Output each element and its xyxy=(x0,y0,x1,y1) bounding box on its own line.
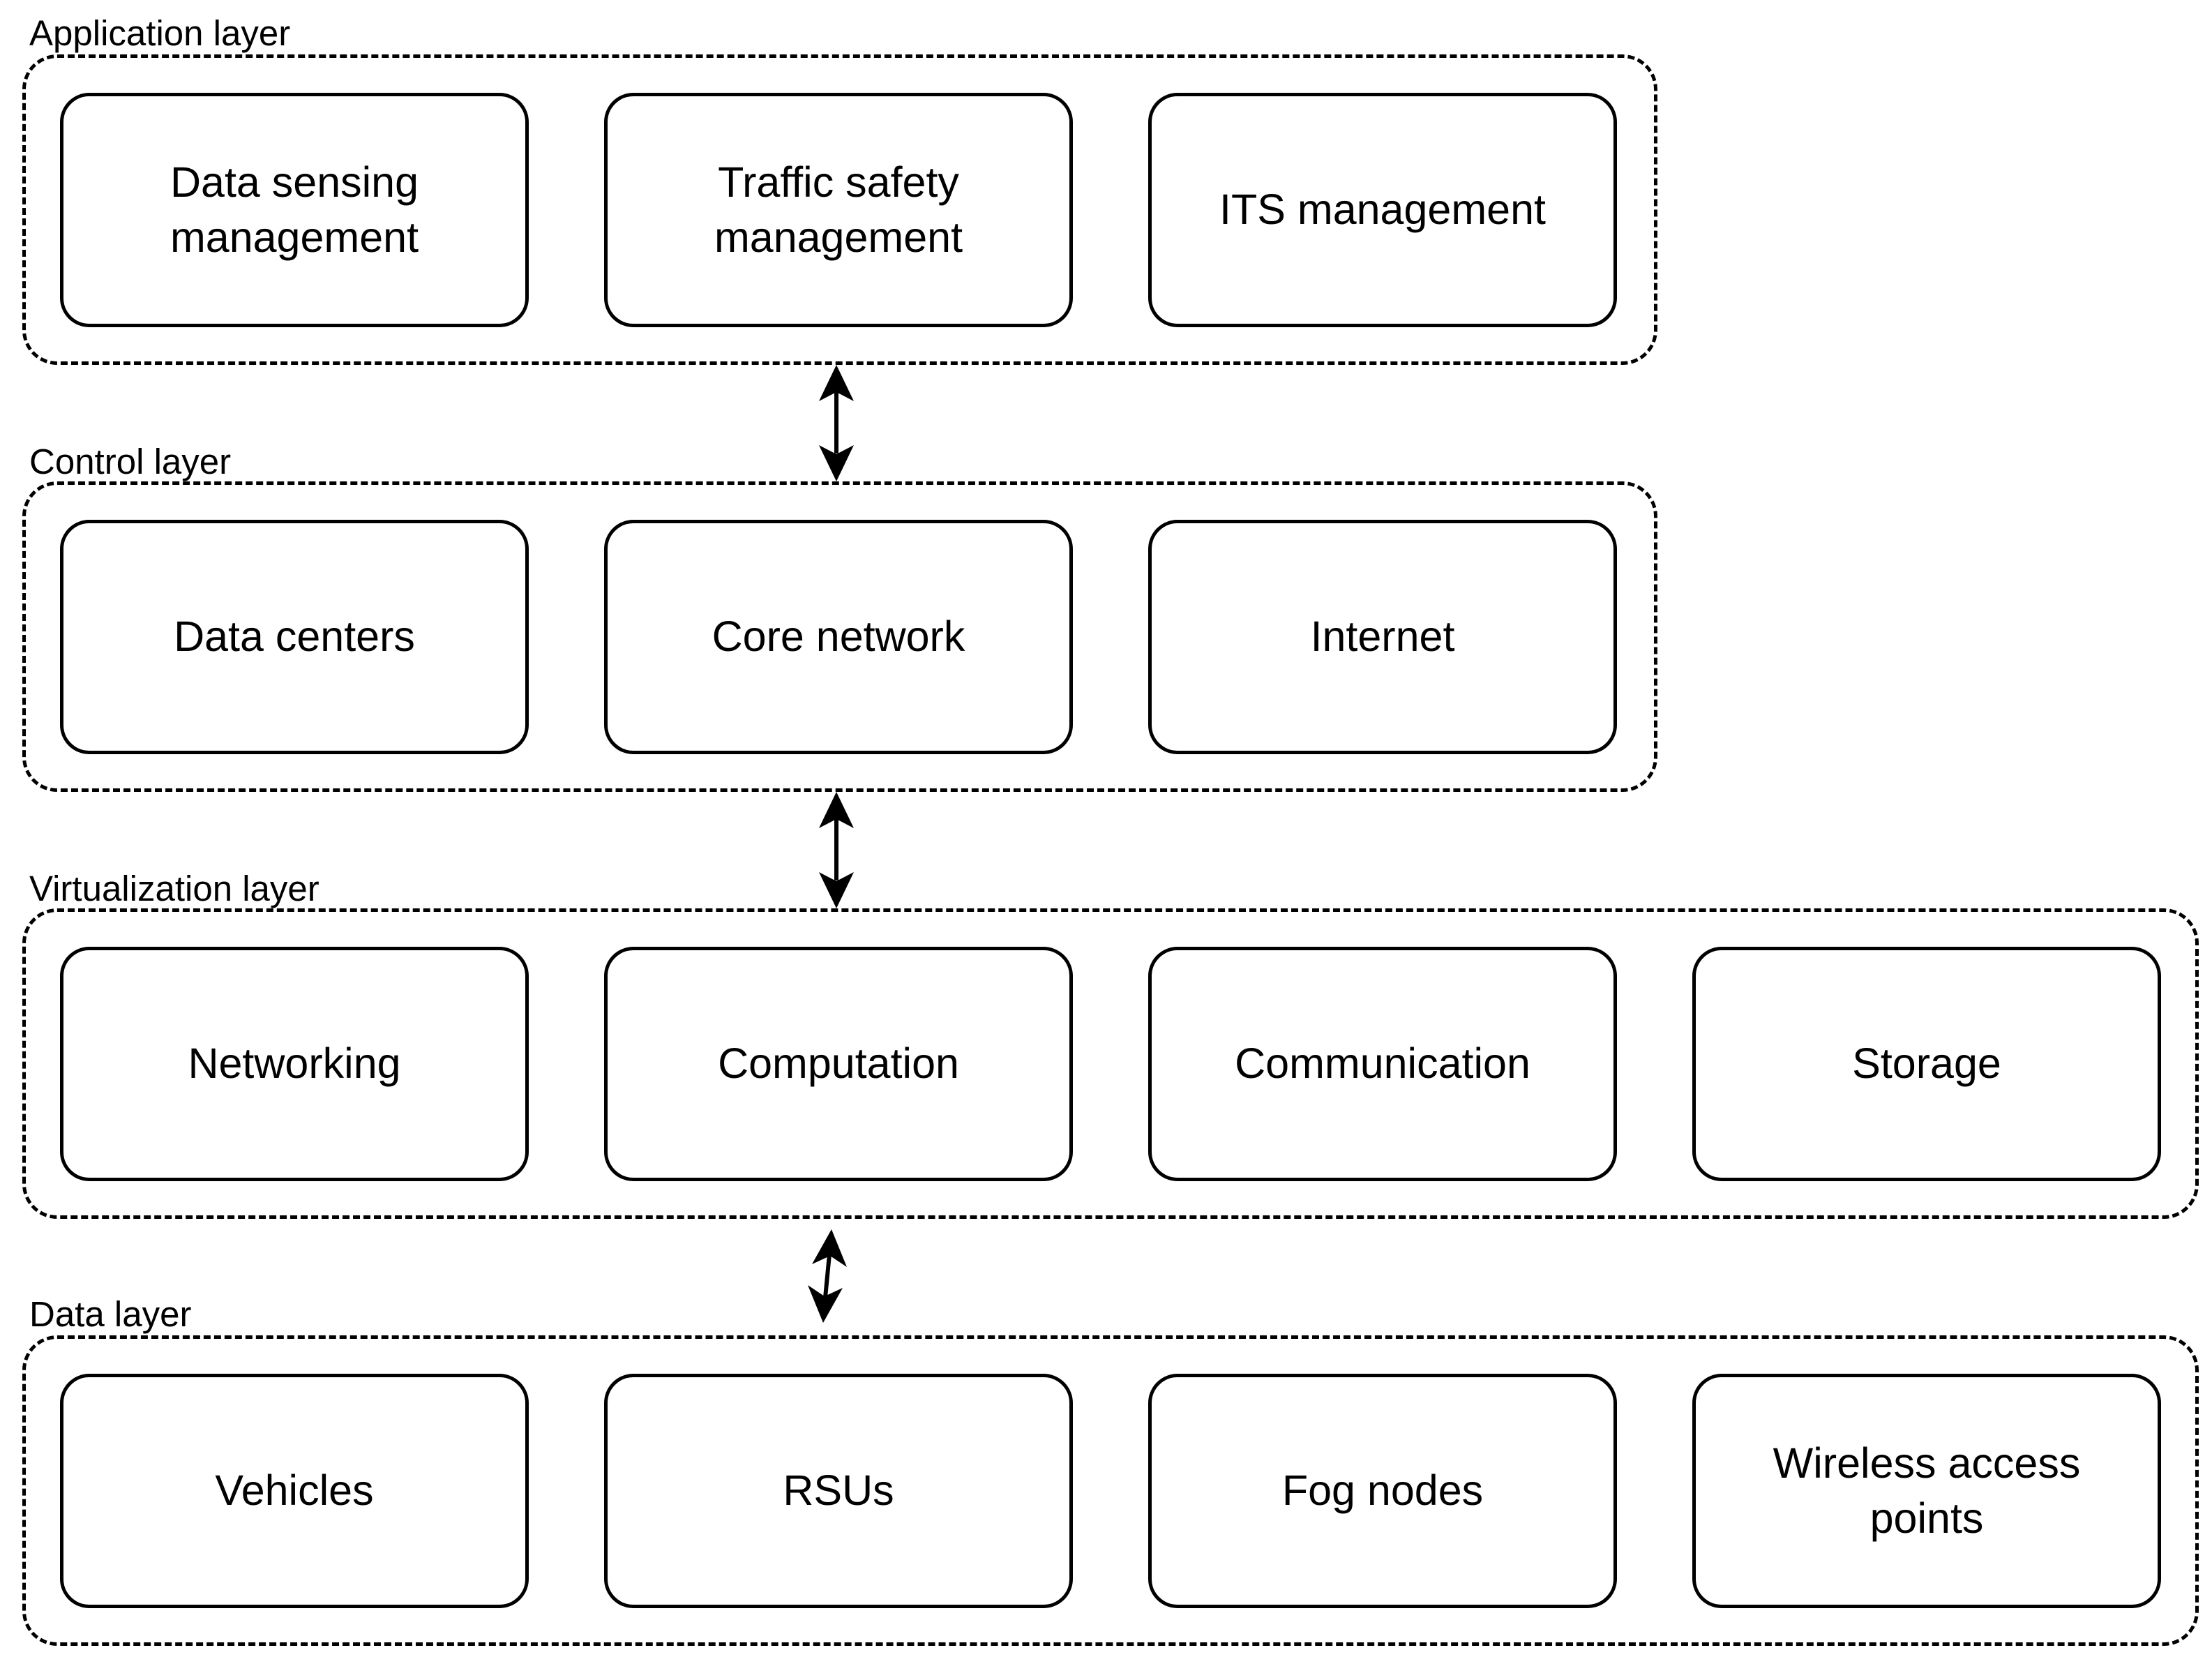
data-layer-container xyxy=(22,1335,2199,1646)
control-layer-container xyxy=(22,481,1657,792)
arrow-application-control xyxy=(819,365,854,481)
fog-nodes-box: Fog nodes xyxy=(1148,1374,1617,1608)
wireless-access-points-box: Wireless access points xyxy=(1692,1374,2161,1608)
arrow-virtualization-data xyxy=(808,1229,847,1323)
traffic-safety-management-box: Traffic safety management xyxy=(604,93,1073,327)
storage-box: Storage xyxy=(1692,947,2161,1181)
data-centers-box: Data centers xyxy=(60,520,529,754)
networking-box: Networking xyxy=(60,947,529,1181)
computation-box: Computation xyxy=(604,947,1073,1181)
data-layer-label: Data layer xyxy=(27,1296,195,1332)
vehicles-box: Vehicles xyxy=(60,1374,529,1608)
its-management-box: ITS management xyxy=(1148,93,1617,327)
application-layer-label: Application layer xyxy=(27,15,294,51)
arrow-control-virtualization xyxy=(819,792,854,908)
communication-box: Communication xyxy=(1148,947,1617,1181)
control-layer-label: Control layer xyxy=(27,444,234,479)
data-sensing-management-box: Data sensing management xyxy=(60,93,529,327)
virtualization-layer-container xyxy=(22,908,2199,1219)
virtualization-layer-label: Virtualization layer xyxy=(27,871,322,906)
internet-box: Internet xyxy=(1148,520,1617,754)
rsus-box: RSUs xyxy=(604,1374,1073,1608)
application-layer-container xyxy=(22,54,1657,365)
core-network-box: Core network xyxy=(604,520,1073,754)
